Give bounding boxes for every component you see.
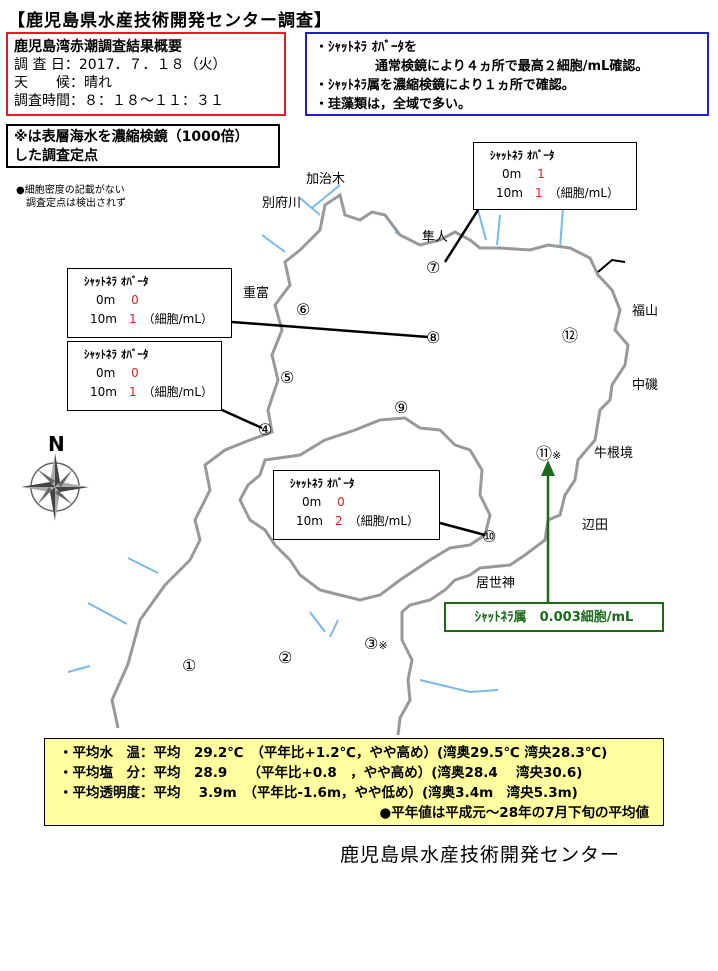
station-4: ④ [258,420,273,439]
findings-box: ・ｼｬｯﾄﾈﾗ ｵﾊﾞｰﾀを 通常検鏡により４ヵ所で最高２細胞/mL確認。 ・ｼ… [305,32,709,116]
organization-credit: 鹿児島県水産技術開発センター [340,844,621,866]
species-label: ｼｬｯﾄﾈﾗ ｵﾊﾞｰﾀ [84,348,149,361]
legend-line: 調査定点は検出されず [26,198,126,209]
species-label: ｼｬｯﾄﾈﾗ ｵﾊﾞｰﾀ [84,275,149,288]
survey-date: 調 査 日：2017．７．１８（火） [14,57,227,73]
station-8-data-box: ｼｬｯﾄﾈﾗ ｵﾊﾞｰﾀ 0m 0 10m 1 （細胞/mL） [67,268,232,338]
depth-label: 0m [502,167,522,181]
average-transparency: ・平均透明度：平均 3.9m （平年比-1.6m，やや低め）(湾奥3.4m 湾央… [59,785,578,801]
sakurajima-coast [238,416,492,602]
place-fukuyama: 福山 [632,304,659,319]
place-hayato: 隼人 [422,230,449,245]
station-11-number: ⑪ [536,444,553,463]
cell-count: 1 [534,186,543,200]
summary-heading: 鹿児島湾赤潮調査結果概要 [14,39,182,55]
survey-time: 調査時間：８：１８～１１：３１ [14,93,224,109]
place-shigetomi: 重富 [243,286,270,301]
cell-count: 0 [337,495,345,509]
station-3-number: ③ [364,634,379,653]
station-5: ⑤ [280,368,295,387]
unit-label: （細胞/mL） [148,385,214,399]
cell-count: 1 [128,385,137,399]
species-label: ｼｬｯﾄﾈﾗ ｵﾊﾞｰﾀ [490,149,555,162]
survey-summary-box: 鹿児島湾赤潮調査結果概要 調 査 日：2017．７．１８（火） 天 候：晴れ 調… [6,32,286,116]
averages-footnote: ●平年値は平成元～28年の7月下旬の平均値 [379,805,649,821]
cell-count: 1 [537,167,545,181]
station-12: ⑫ [562,326,579,345]
page-title: 【鹿児島県水産技術開発センター調査】 [8,11,332,31]
station-2: ② [278,648,293,667]
station-9: ⑨ [394,398,409,417]
station-10: ⑩ [482,527,497,546]
depth-label: 10m [296,514,323,528]
legend-line: ●細胞密度の記載がない [16,185,125,196]
north-label: N [48,432,65,456]
note-line: した調査定点 [14,148,98,164]
cell-count: 0 [131,366,139,380]
average-temperature: ・平均水 温：平均 29.2℃ （平年比+1.2℃，やや高め）(湾奥29.5℃ … [59,745,608,761]
averages-box: ・平均水 温：平均 29.2℃ （平年比+1.2℃，やや高め）(湾奥29.5℃ … [44,738,664,826]
concentration-mark: ※ [552,449,562,462]
unit-label: （細胞/mL） [148,312,214,326]
chattonella-genus-note: ｼｬｯﾄﾈﾗ属 0.003細胞/mL [444,602,664,632]
concentration-mark: ※ [378,639,388,652]
finding-line: ・珪藻類は，全域で多い。 [315,97,472,112]
station-3: ③※ [364,634,388,653]
station-7-data-box: ｼｬｯﾄﾈﾗ ｵﾊﾞｰﾀ 0m 1 10m 1 （細胞/mL） [473,142,637,210]
note-line: ※は表層海水を濃縮検鏡（1000倍） [14,129,249,145]
unit-label: （細胞/mL） [354,514,420,528]
station-7: ⑦ [426,258,441,277]
average-salinity: ・平均塩 分：平均 28.9 （平年比+0.8 ，やや高め）(湾奥28.4 湾央… [59,765,583,781]
legend-note: ●細胞密度の記載がない 調査定点は検出されず [16,184,126,210]
cell-count: 0 [131,293,139,307]
bay-coastline [110,192,630,736]
species-label: ｼｬｯﾄﾈﾗ ｵﾊﾞｰﾀ [290,477,355,490]
depth-label: 10m [496,186,523,200]
finding-line: ・ｼｬｯﾄﾈﾗ属を濃縮検鏡により１ヵ所で確認。 [315,78,575,93]
depth-label: 0m [96,366,116,380]
station-6: ⑥ [296,300,311,319]
depth-label: 0m [96,293,116,307]
finding-line: 通常検鏡により４ヵ所で最高２細胞/mL確認。 [375,59,649,74]
station-1: ① [182,656,197,675]
place-beppu: 別府川 [262,196,302,211]
place-koseishin: 居世神 [476,576,516,591]
concentration-note-box: ※は表層海水を濃縮検鏡（1000倍） した調査定点 [6,124,280,168]
station-10-data-box: ｼｬｯﾄﾈﾗ ｵﾊﾞｰﾀ 0m 0 10m 2 （細胞/mL） [273,470,440,540]
place-ushinekyo: 牛根境 [594,446,634,461]
depth-label: 10m [90,385,117,399]
station-8: ⑧ [426,328,441,347]
unit-label: （細胞/mL） [554,186,620,200]
survey-weather: 天 候：晴れ [14,75,112,91]
green-arrow [541,460,555,602]
cell-count: 1 [128,312,137,326]
depth-label: 10m [90,312,117,326]
place-henda: 辺田 [582,518,609,533]
finding-line: ・ｼｬｯﾄﾈﾗ ｵﾊﾞｰﾀを [315,40,418,55]
compass-rose-icon [21,453,89,521]
station-11: ⑪※ [536,440,561,464]
cell-count: 2 [334,514,343,528]
rivers [67,184,564,694]
station-4-data-box: ｼｬｯﾄﾈﾗ ｵﾊﾞｰﾀ 0m 0 10m 1 （細胞/mL） [67,341,222,411]
place-nakaiso: 中磯 [632,378,659,393]
depth-label: 0m [302,495,322,509]
place-kajiki: 加治木 [306,172,346,187]
